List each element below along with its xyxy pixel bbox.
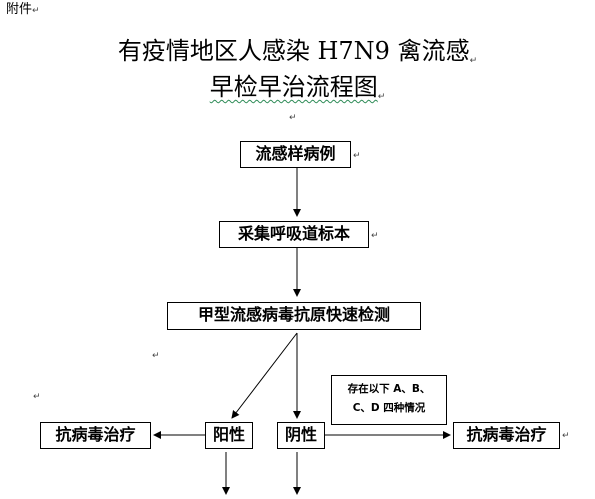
flow-step-rapid-antigen-test: 甲型流感病毒抗原快速检测 — [167, 302, 421, 330]
flow-step-collect-samples-label: 采集呼吸道标本 — [237, 224, 350, 243]
paragraph-mark-icon: ↵ — [152, 351, 160, 361]
paragraph-mark-icon: ↵ — [32, 6, 40, 16]
title-line1-text: 有疫情地区人感染 H7N9 禽流感 — [117, 37, 470, 65]
condition-note-line2: C、D 四种情况 — [352, 402, 426, 414]
flow-antiviral-left: 抗病毒治疗 — [40, 422, 151, 449]
page-title-line1: 有疫情地区人感染 H7N9 禽流感↵ — [0, 36, 595, 66]
flow-condition-note: 存在以下 A、B、 C、D 四种情况 — [331, 375, 447, 425]
paragraph-mark-icon: ↵ — [562, 431, 570, 441]
paragraph-mark-icon: ↵ — [469, 56, 478, 66]
paragraph-mark-icon: ↵ — [33, 392, 41, 402]
title-line2-text: 早检早治流程图 — [209, 73, 378, 101]
flow-positive-label: 阳性 — [212, 425, 245, 444]
flow-step-rapid-antigen-test-label: 甲型流感病毒抗原快速检测 — [197, 305, 390, 324]
paragraph-mark-icon: ↵ — [289, 113, 297, 123]
paragraph-mark-icon: ↵ — [353, 151, 361, 161]
flow-negative: 阴性 — [277, 422, 325, 449]
flow-step-ili-cases: 流感样病例 — [240, 141, 351, 168]
arrow-step3-to-positive — [231, 332, 298, 419]
attachment-label: 附件↵ — [6, 2, 40, 18]
flow-negative-label: 阴性 — [284, 425, 317, 444]
paragraph-mark-icon: ↵ — [377, 92, 386, 102]
page-title-line2: 早检早治流程图↵ — [0, 72, 595, 102]
flow-step-ili-cases-label: 流感样病例 — [255, 144, 336, 163]
paragraph-mark-icon: ↵ — [371, 231, 379, 241]
flow-antiviral-right-label: 抗病毒治疗 — [466, 425, 547, 444]
flow-step-collect-samples: 采集呼吸道标本 — [219, 221, 369, 248]
flow-antiviral-right: 抗病毒治疗 — [453, 422, 560, 449]
flow-positive: 阳性 — [205, 422, 253, 449]
attachment-label-text: 附件 — [6, 2, 33, 17]
condition-note-line1: 存在以下 A、B、 — [347, 383, 431, 395]
flow-antiviral-left-label: 抗病毒治疗 — [55, 425, 136, 444]
